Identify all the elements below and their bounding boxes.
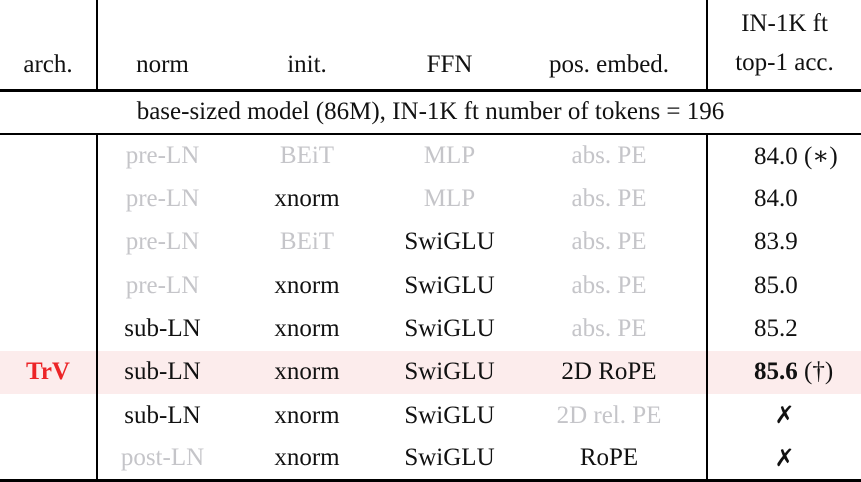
- cell-arch: [0, 264, 98, 308]
- cell-init: xnorm: [227, 437, 387, 482]
- cell-arch-trv: TrV: [0, 350, 98, 394]
- table-row: pre-LN BEiT MLP abs. PE 84.0 (∗): [0, 134, 861, 178]
- cell-init: xnorm: [274, 271, 340, 299]
- cell-norm: sub-LN: [97, 350, 227, 394]
- cell-arch: [0, 437, 98, 482]
- cell-init: BEiT: [279, 228, 335, 256]
- cell-acc: 84.0: [706, 177, 861, 221]
- cell-norm: pre-LN: [125, 271, 200, 299]
- cross-icon: ✗: [774, 443, 795, 472]
- cell-pos-embed: abs. PE: [571, 228, 647, 256]
- table-row: pre-LN xnorm MLP abs. PE 84.0: [0, 177, 861, 221]
- cell-pos-embed: abs. PE: [571, 314, 647, 342]
- acc-value: 84.0: [754, 143, 798, 171]
- section-note-row: base-sized model (86M), IN-1K ft number …: [0, 90, 861, 136]
- cell-ffn: MLP: [423, 142, 476, 170]
- cell-init: BEiT: [279, 142, 335, 170]
- cell-ffn: SwiGLU: [404, 271, 495, 299]
- header-acc-line1: IN-1K ft: [741, 10, 828, 37]
- header-norm: norm: [97, 0, 227, 92]
- table-row: pre-LN BEiT SwiGLU abs. PE 83.9: [0, 220, 861, 265]
- cell-init: xnorm: [227, 350, 387, 394]
- cross-icon: ✗: [774, 401, 795, 430]
- header-acc-line2: top-1 acc.: [735, 48, 834, 76]
- cell-acc: 85.0: [706, 264, 861, 308]
- header-row: arch. norm init. FFN pos. embed. IN-1K f…: [0, 0, 861, 92]
- cell-acc-fail: ✗: [706, 437, 861, 482]
- cell-pos-embed: abs. PE: [571, 185, 647, 213]
- table-row: sub-LN xnorm SwiGLU abs. PE 85.2: [0, 307, 861, 351]
- cell-acc-best: 85.6 (†): [706, 350, 861, 394]
- acc-value: 85.0: [754, 271, 798, 299]
- cell-arch: [0, 393, 98, 438]
- cell-pos-embed: 2D RoPE: [512, 350, 707, 394]
- cell-ffn: SwiGLU: [404, 401, 495, 429]
- cell-init: xnorm: [274, 401, 340, 429]
- cell-pos-embed: 2D rel. PE: [556, 401, 662, 429]
- section-note: base-sized model (86M), IN-1K ft number …: [0, 90, 861, 136]
- cell-arch: [0, 220, 98, 265]
- cell-acc: 85.2: [706, 307, 861, 351]
- cell-acc: 83.9: [706, 220, 861, 265]
- cell-pos-embed: abs. PE: [571, 142, 647, 170]
- acc-value: 85.2: [754, 314, 798, 342]
- header-pos-embed: pos. embed.: [512, 0, 707, 92]
- acc-suffix: (∗): [804, 143, 838, 171]
- cell-norm: pre-LN: [125, 228, 200, 256]
- cell-acc: 84.0 (∗): [706, 134, 861, 178]
- cell-arch: [0, 307, 98, 351]
- cell-ffn: SwiGLU: [404, 314, 495, 342]
- table-body: base-sized model (86M), IN-1K ft number …: [0, 90, 861, 482]
- cell-ffn: SwiGLU: [387, 350, 512, 394]
- acc-value-best: 85.6: [754, 358, 798, 386]
- cell-pos-embed: RoPE: [512, 437, 707, 482]
- header-arch: arch.: [0, 0, 98, 92]
- cell-acc-fail: ✗: [706, 393, 861, 438]
- cell-init: xnorm: [274, 185, 340, 213]
- table-row-trv-highlighted: TrV sub-LN xnorm SwiGLU 2D RoPE 85.6 (†): [0, 350, 861, 394]
- acc-value: 84.0: [754, 185, 798, 213]
- cell-norm: sub-LN: [124, 401, 201, 429]
- cell-init: xnorm: [274, 314, 340, 342]
- header-ffn: FFN: [387, 0, 512, 92]
- acc-suffix: (†): [804, 358, 834, 386]
- header-init: init.: [227, 0, 387, 92]
- table-header: arch. norm init. FFN pos. embed. IN-1K f…: [0, 0, 861, 92]
- table-row: sub-LN xnorm SwiGLU 2D rel. PE ✗: [0, 393, 861, 438]
- cell-arch: [0, 134, 98, 178]
- cell-ffn: MLP: [423, 185, 476, 213]
- cell-ffn: SwiGLU: [387, 437, 512, 482]
- cell-norm: pre-LN: [125, 142, 200, 170]
- cell-ffn: SwiGLU: [404, 228, 495, 256]
- table-row: post-LN xnorm SwiGLU RoPE ✗: [0, 437, 861, 482]
- table-row: pre-LN xnorm SwiGLU abs. PE 85.0: [0, 264, 861, 308]
- acc-value: 83.9: [754, 228, 798, 256]
- cell-norm: pre-LN: [125, 185, 200, 213]
- header-top1-acc: IN-1K ft top-1 acc.: [706, 0, 861, 92]
- cell-arch: [0, 177, 98, 221]
- cell-norm: post-LN: [97, 437, 227, 482]
- cell-pos-embed: abs. PE: [571, 271, 647, 299]
- cell-norm: sub-LN: [124, 314, 201, 342]
